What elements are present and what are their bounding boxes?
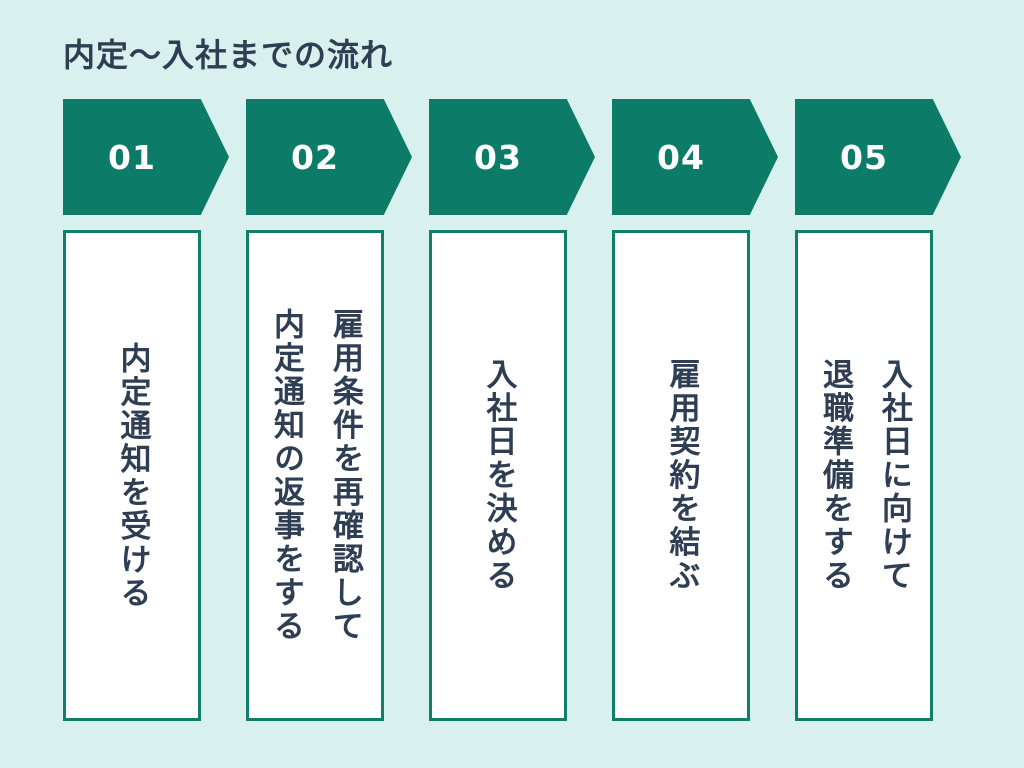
step-label-5: 入社日に向けて 退職準備をする <box>817 358 912 593</box>
step-box-2: 雇用条件を再確認して 内定通知の返事をする <box>246 230 384 721</box>
step-number-5: 05 <box>840 137 888 177</box>
step-box-4: 雇用契約を結ぶ <box>612 230 750 721</box>
step-box-1: 内定通知を受ける <box>63 230 201 721</box>
step-arrow-5: 05 <box>795 99 961 215</box>
step-number-3: 03 <box>474 137 522 177</box>
step-column-3: 03 入社日を決める <box>429 99 595 721</box>
step-arrow-1: 01 <box>63 99 229 215</box>
step-box-5: 入社日に向けて 退職準備をする <box>795 230 933 721</box>
step-number-2: 02 <box>291 137 339 177</box>
step-number-1: 01 <box>108 137 156 177</box>
page-title: 内定〜入社までの流れ <box>63 36 394 74</box>
step-column-4: 04 雇用契約を結ぶ <box>612 99 778 721</box>
step-column-2: 02 雇用条件を再確認して 内定通知の返事をする <box>246 99 412 721</box>
step-column-5: 05 入社日に向けて 退職準備をする <box>795 99 961 721</box>
step-label-3: 入社日を決める <box>480 358 517 593</box>
step-column-1: 01 内定通知を受ける <box>63 99 229 721</box>
step-label-1: 内定通知を受ける <box>114 341 151 610</box>
steps-row: 01 内定通知を受ける 02 雇用条件を再確認して 内定通知の返事をする 03 … <box>63 99 961 721</box>
step-arrow-2: 02 <box>246 99 412 215</box>
step-arrow-4: 04 <box>612 99 778 215</box>
step-number-4: 04 <box>657 137 705 177</box>
step-label-4: 雇用契約を結ぶ <box>663 358 700 593</box>
step-label-2: 雇用条件を再確認して 内定通知の返事をする <box>268 308 363 643</box>
step-arrow-3: 03 <box>429 99 595 215</box>
step-box-3: 入社日を決める <box>429 230 567 721</box>
